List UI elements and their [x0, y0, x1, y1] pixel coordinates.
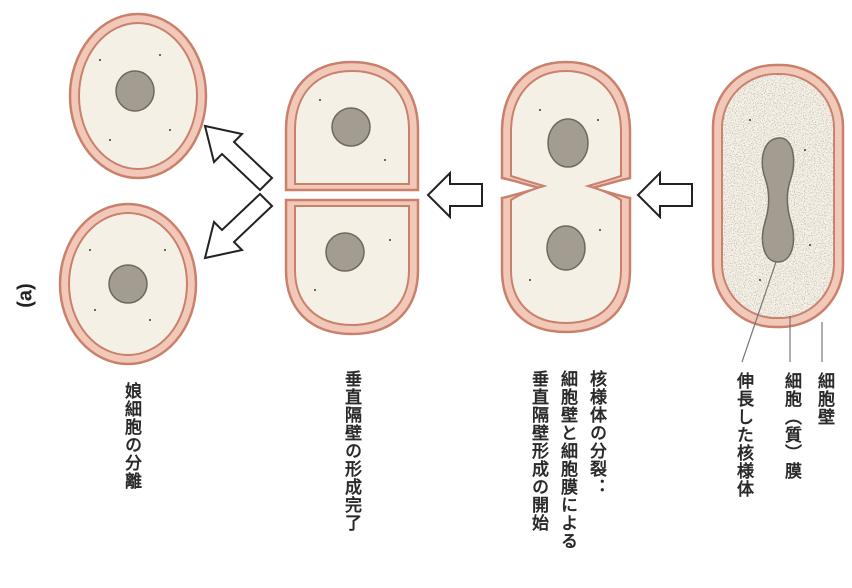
stage-nucleoid-division — [502, 62, 630, 332]
nucleoid-lower — [326, 233, 364, 271]
nucleoid-cell-a — [116, 71, 154, 111]
panel-label: (a) — [15, 283, 38, 307]
label-cell-separation: 娘細胞の分離 — [120, 382, 142, 490]
label-cell-membrane: 細胞（質）膜 — [780, 372, 802, 480]
label-nucleoid-division-2: 細胞壁と細胞膜による — [556, 370, 578, 550]
label-elongated-nucleoid: 伸長した核様体 — [732, 372, 754, 498]
arrow-left-1 — [638, 173, 692, 217]
stage-elongated-cell — [713, 65, 843, 362]
label-nucleoid-division-1: 核様体の分裂： — [585, 370, 607, 496]
stage-septum-complete — [286, 62, 418, 334]
stage-separated-cells — [60, 14, 206, 364]
nucleoid-upper — [332, 108, 370, 146]
nucleoid-top — [548, 119, 588, 167]
nucleoid-cell-b — [109, 265, 147, 303]
label-septum-complete: 垂直隔壁の形成完了 — [340, 370, 362, 532]
label-cell-wall: 細胞壁 — [813, 372, 835, 426]
nucleoid-bottom — [547, 226, 585, 270]
arrow-left-2 — [428, 173, 482, 217]
label-nucleoid-division-3: 垂直隔壁形成の開始 — [527, 370, 549, 532]
split-arrows — [205, 126, 272, 258]
